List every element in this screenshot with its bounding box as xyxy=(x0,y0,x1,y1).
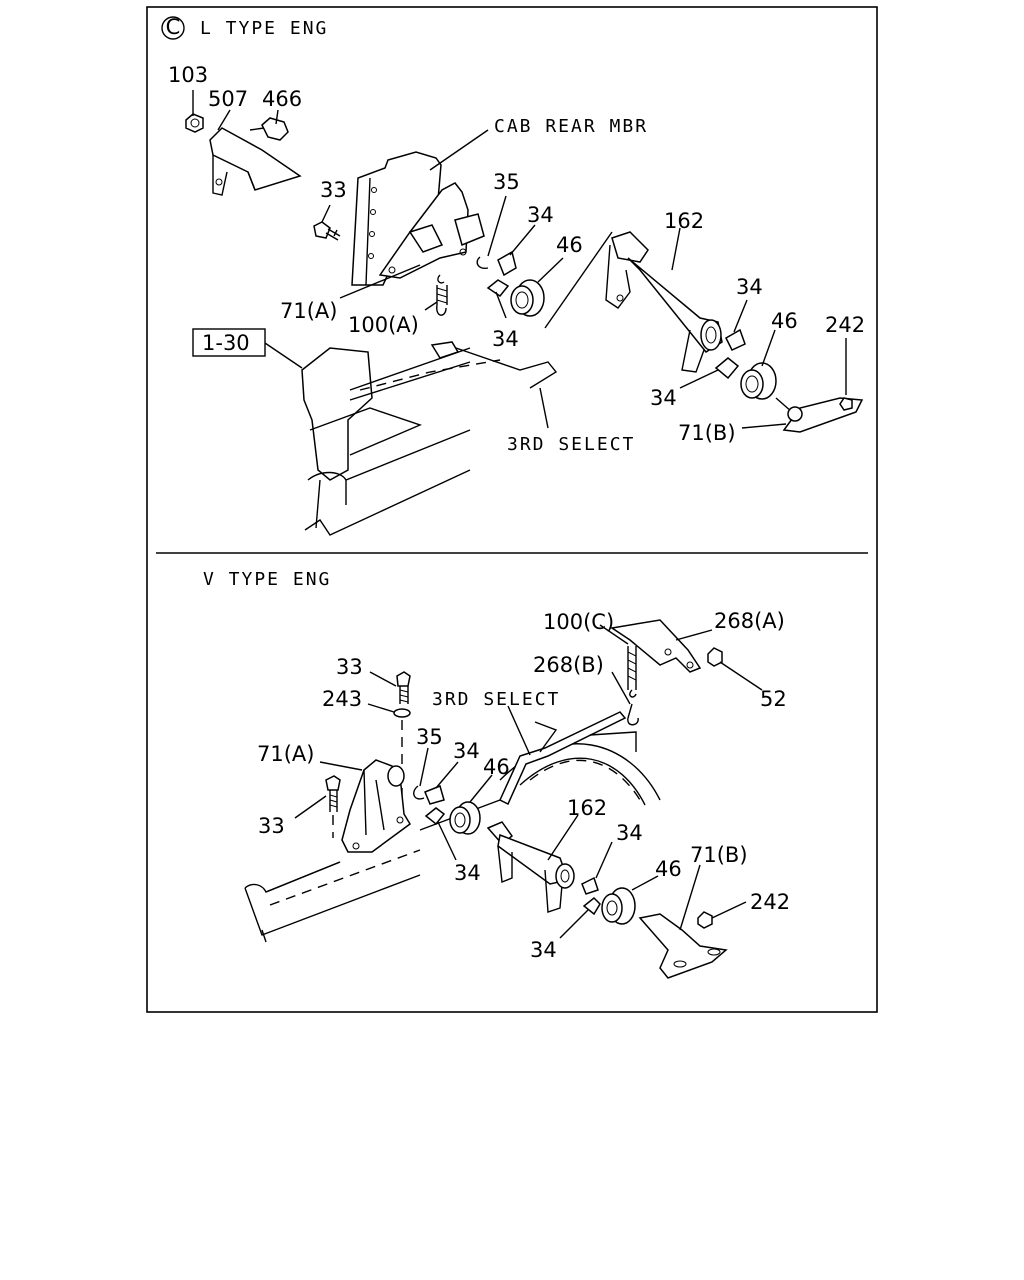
callout-34-b: 34 xyxy=(736,275,763,299)
label-3rd-select-top: 3RD SELECT xyxy=(507,434,635,455)
bushing-46-bottom-a xyxy=(449,801,481,835)
bushing-46-b xyxy=(740,362,777,400)
collar-34-a xyxy=(497,250,517,277)
callout-34-bottom-a: 34 xyxy=(453,739,480,763)
ref-box-outline xyxy=(192,328,266,357)
bolt-466 xyxy=(249,117,289,141)
callout-243: 243 xyxy=(322,687,362,711)
bolt-33 xyxy=(313,221,341,241)
bolt-103 xyxy=(185,113,204,133)
callout-71a: 71(A) xyxy=(280,299,337,323)
third-select-rod-bottom xyxy=(499,711,627,806)
washer-243 xyxy=(393,708,411,718)
callout-162: 162 xyxy=(664,209,704,233)
label-cab-rear-mbr: CAB REAR MBR xyxy=(494,116,648,137)
callout-268a: 268(A) xyxy=(714,609,785,633)
leader-lines-bottom xyxy=(294,624,763,939)
diagram-frame xyxy=(146,6,878,1013)
callout-466: 466 xyxy=(262,87,302,111)
rod-bracket-bottom xyxy=(534,721,637,753)
link-top-a xyxy=(359,359,501,391)
bushing-46 xyxy=(510,279,545,317)
collar-34-d xyxy=(714,357,740,380)
callout-46-a: 46 xyxy=(556,233,583,257)
section-v-type: V TYPE ENG xyxy=(203,569,790,979)
bracket-268a xyxy=(610,619,702,673)
collar-34-g xyxy=(581,876,599,895)
third-select-rod-link xyxy=(455,347,558,389)
callout-34-c: 34 xyxy=(492,327,519,351)
collar-34-f xyxy=(424,807,446,826)
callout-507: 507 xyxy=(208,87,248,111)
frame-rail xyxy=(301,347,471,536)
label-3rd-select-bottom: 3RD SELECT xyxy=(432,689,560,710)
bushing-46-bottom-b xyxy=(601,887,636,925)
bracket-71b-bottom xyxy=(638,913,728,979)
clip-35 xyxy=(476,256,489,270)
section-symbol-circle xyxy=(161,16,185,40)
collar-34-h xyxy=(582,896,601,916)
callout-71a-bottom: 71(A) xyxy=(257,742,314,766)
clip-35-bottom xyxy=(413,785,425,800)
section-l-type: C L TYPE ENG xyxy=(161,15,865,536)
leader-lines-top xyxy=(192,90,847,429)
collar-34-c xyxy=(486,279,510,298)
spring-100c xyxy=(627,646,637,698)
nut-52 xyxy=(707,647,723,667)
callout-71b: 71(B) xyxy=(678,421,736,445)
collar-34-b xyxy=(725,328,746,351)
callout-35-bottom: 35 xyxy=(416,725,443,749)
callout-100c: 100(C) xyxy=(543,610,614,634)
callout-268b: 268(B) xyxy=(533,653,604,677)
callout-34-d: 34 xyxy=(650,386,677,410)
shaft-162 xyxy=(605,231,723,373)
callout-103: 103 xyxy=(168,63,208,87)
bracket-507 xyxy=(209,127,302,196)
bolt-33-lower xyxy=(325,775,341,838)
callout-46-bottom-a: 46 xyxy=(483,755,510,779)
callout-46-b: 46 xyxy=(771,309,798,333)
bracket-71a xyxy=(378,182,485,279)
callout-242: 242 xyxy=(825,313,865,337)
callout-52: 52 xyxy=(760,687,787,711)
ref-box-1-30: 1-30 xyxy=(202,331,250,355)
callout-34-bottom-d: 34 xyxy=(530,938,557,962)
spring-100a xyxy=(436,274,448,316)
nut-242-bottom xyxy=(697,911,713,929)
callout-34-bottom-c: 34 xyxy=(454,861,481,885)
bracket-71a-bottom xyxy=(341,759,411,853)
hook-268b xyxy=(627,703,639,726)
collar-34-e xyxy=(424,784,445,805)
callout-33: 33 xyxy=(320,178,347,202)
callout-71b-bottom: 71(B) xyxy=(690,843,748,867)
callout-162-bottom: 162 xyxy=(567,796,607,820)
third-select-rod xyxy=(430,341,460,359)
callout-35: 35 xyxy=(493,170,520,194)
callout-34-a: 34 xyxy=(527,203,554,227)
section-title-l-type: L TYPE ENG xyxy=(200,18,328,39)
section-title-v-type: V TYPE ENG xyxy=(203,569,331,590)
callout-33-lower: 33 xyxy=(258,814,285,838)
callout-33-upper: 33 xyxy=(336,655,363,679)
bolt-33-upper xyxy=(396,671,411,704)
callout-100a: 100(A) xyxy=(348,313,419,337)
link-top-b xyxy=(544,231,613,329)
callout-34-bottom-b: 34 xyxy=(616,821,643,845)
callout-46-bottom-b: 46 xyxy=(655,857,682,881)
section-symbol: C xyxy=(166,15,181,39)
shaft-162-bottom xyxy=(486,821,575,913)
callout-242-bottom: 242 xyxy=(750,890,790,914)
nut-242 xyxy=(839,397,853,411)
